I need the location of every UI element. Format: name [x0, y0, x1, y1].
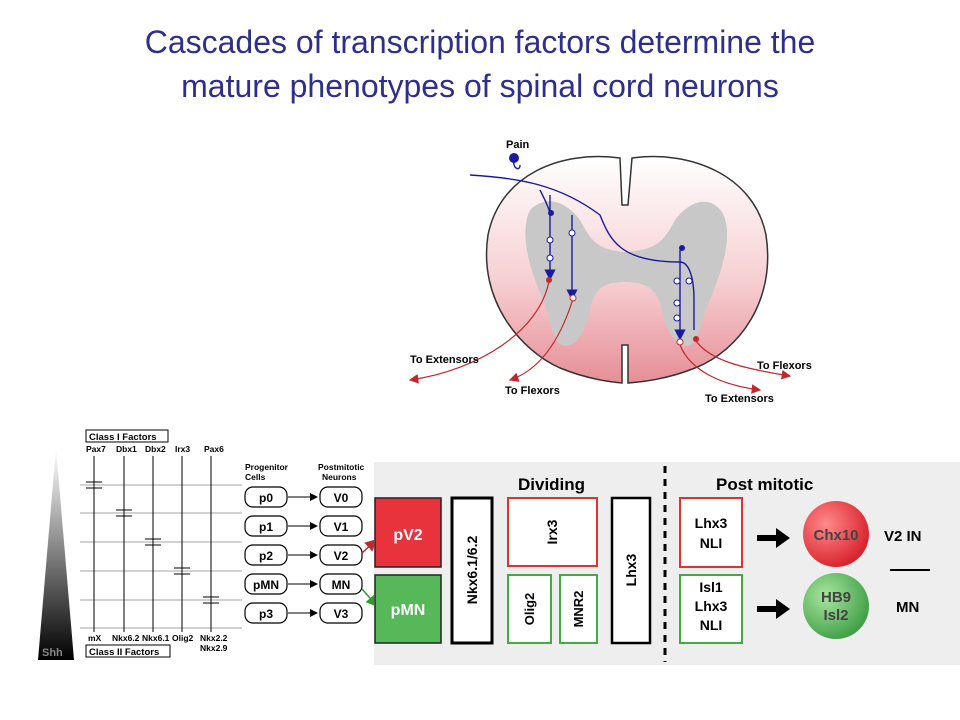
motor-neuron-markers [546, 277, 699, 346]
svg-text:p3: p3 [259, 607, 273, 621]
nkx-box [450, 496, 494, 645]
svg-text:p0: p0 [259, 491, 273, 505]
svg-text:V1: V1 [334, 520, 349, 534]
svg-text:p1: p1 [259, 520, 273, 534]
svg-text:Pax7: Pax7 [86, 444, 106, 454]
column-headers: Progenitor Cells Postmitotic Neurons [245, 462, 365, 482]
hb9-isl2-cell [803, 573, 869, 639]
to-extensors-left-label: To Extensors [410, 354, 479, 366]
class1-factor-names: Pax7 Dbx1 Dbx2 Irx3 Pax6 [86, 444, 224, 454]
svg-text:V0: V0 [334, 491, 349, 505]
v2-link-arrow [361, 538, 378, 554]
to-flexors-left-label: To Flexors [505, 385, 560, 397]
pmn-box [374, 574, 442, 644]
dividing-header: Dividing [518, 475, 585, 494]
to-extensors-right-label: To Extensors [705, 393, 774, 405]
factor-lines [86, 456, 219, 632]
svg-text:Nkx2.2: Nkx2.2 [200, 633, 228, 643]
mn-arrow-icon [757, 599, 790, 619]
sensory-axons [469, 159, 695, 341]
spinal-cord-section [485, 155, 769, 384]
pv2-label: pV2 [393, 527, 422, 544]
lhx3-label: Lhx3 [623, 553, 639, 586]
v2-in-label: V2 IN [884, 528, 922, 545]
chx10-label: Chx10 [813, 527, 858, 544]
svg-text:Cells: Cells [245, 472, 266, 482]
motor-axons [408, 280, 792, 394]
svg-text:Postmitotic: Postmitotic [318, 462, 365, 472]
svg-text:p2: p2 [259, 549, 273, 563]
svg-text:Dbx2: Dbx2 [145, 444, 166, 454]
shh-label: Shh [42, 647, 63, 659]
mnr2-box [559, 574, 598, 644]
lhx3-nli-box [679, 497, 743, 568]
title-line-1: Cascades of transcription factors determ… [144, 24, 816, 60]
olig2-box [507, 574, 552, 644]
shh-gradient-wedge [38, 448, 74, 660]
svg-text:Nkx2.9: Nkx2.9 [200, 643, 228, 653]
svg-text:Irx3: Irx3 [175, 444, 190, 454]
pv2-box [374, 497, 442, 568]
svg-text:Nkx6.1: Nkx6.1 [142, 633, 170, 643]
svg-text:Dbx1: Dbx1 [116, 444, 137, 454]
nkx-label: Nkx6.1/6.2 [464, 536, 480, 605]
isl1-line: Isl1 [699, 579, 723, 595]
title-line-2: mature phenotypes of spinal cord neurons [181, 68, 779, 104]
progenitor-labels: p0 p1 p2 pMN p3 [253, 491, 279, 621]
chx10-cell [803, 501, 869, 567]
class2-factor-names: mX Nkx6.2 Nkx6.1 Olig2 Nkx2.2 Nkx2.9 [88, 633, 228, 653]
mnr2-label: MNR2 [571, 591, 586, 628]
svg-text:V3: V3 [334, 607, 349, 621]
interneuron-markers [546, 210, 693, 322]
progenitor-arrows [288, 493, 318, 617]
irx3-label: Irx3 [544, 519, 560, 544]
progenitor-boxes [244, 486, 363, 624]
svg-text:Nkx6.2: Nkx6.2 [112, 633, 140, 643]
lhx3-nli-line1: Lhx3 [695, 515, 728, 531]
isl1-lhx3-nli-box [679, 574, 743, 644]
lhx3-nli-line2: NLI [700, 535, 723, 551]
class2-label: Class II Factors [89, 647, 159, 658]
v2-arrow-icon [757, 528, 790, 548]
svg-text:Olig2: Olig2 [172, 633, 194, 643]
pain-label: Pain [506, 139, 530, 151]
neuron-labels: V0 V1 V2 MN V3 [332, 491, 351, 621]
svg-text:V2: V2 [334, 549, 349, 563]
mn-label: MN [896, 599, 919, 616]
isl2-label: Isl2 [823, 607, 848, 624]
irx3-box [507, 497, 598, 567]
to-flexors-right-label: To Flexors [757, 360, 812, 372]
pmn-label: pMN [391, 602, 426, 619]
lhx3-line: Lhx3 [695, 598, 728, 614]
pain-receptor-icon [509, 153, 519, 163]
svg-text:mX: mX [88, 633, 102, 643]
svg-text:Progenitor: Progenitor [245, 462, 289, 472]
svg-text:MN: MN [332, 578, 351, 592]
svg-text:Neurons: Neurons [322, 472, 357, 482]
slide-title: Cascades of transcription factors determ… [0, 20, 960, 108]
domain-lines [80, 484, 242, 629]
svg-text:Pax6: Pax6 [204, 444, 224, 454]
class1-label: Class I Factors [89, 432, 157, 443]
nli-line: NLI [700, 617, 723, 633]
svg-text:pMN: pMN [253, 578, 279, 592]
lhx3-box [610, 496, 652, 645]
hb9-label: HB9 [821, 589, 851, 606]
olig2-label: Olig2 [522, 593, 537, 626]
post-mitotic-header: Post mitotic [716, 475, 813, 494]
